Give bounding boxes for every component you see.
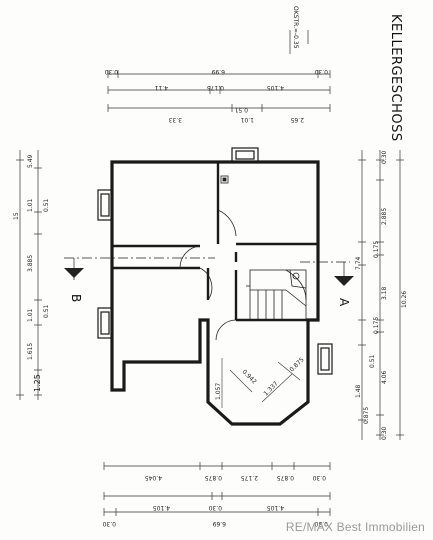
top-dimension-chains xyxy=(107,30,331,112)
dim-left-2: 3.885 xyxy=(27,255,34,272)
dim-right-b1: 0.51 xyxy=(369,354,376,368)
dim-top-small: 0.51 xyxy=(234,106,248,113)
right-dimension-labels: 0.30 2.885 0.175 3.18 0.175 4.06 0.875 0… xyxy=(355,150,408,440)
door-swings xyxy=(179,209,237,341)
dim-left-8: 15 xyxy=(13,212,20,220)
bottom-dimension-labels: 4.045 0.875 2.175 0.875 0.30 4.105 4.105… xyxy=(102,474,328,527)
watermark-logo: RE/MAX Best Immobilien xyxy=(285,520,425,534)
dim-left-4: 1.615 xyxy=(27,343,34,360)
bottom-dimension-chains xyxy=(103,462,331,516)
dim-bottom3-2: 0.30 xyxy=(314,520,328,527)
section-arrow-b xyxy=(64,268,84,278)
dim-left-7: 0.51 xyxy=(43,304,50,318)
right-dimension-chains xyxy=(358,150,404,440)
top-dimension-labels: 0.30 6.99 0.30 4.11 0.175 4.105 3.33 1.0… xyxy=(104,6,328,123)
interior-walls xyxy=(112,162,318,322)
dim-top2-c: 4.105 xyxy=(267,84,284,91)
section-marker-b: B xyxy=(69,294,83,302)
left-dimension-labels: 5.49 1.01 3.885 1.01 1.615 1.25 0.51 0.5… xyxy=(13,154,50,392)
dim-right-a2: 0.175 xyxy=(373,241,380,258)
meter-symbol xyxy=(220,175,229,184)
dim-bay-1: 1.057 xyxy=(215,383,222,400)
section-arrow-a xyxy=(334,276,354,286)
staircase xyxy=(246,269,307,321)
dim-left-3: 1.01 xyxy=(27,308,34,322)
dim-bottom1-0: 4.045 xyxy=(145,474,162,481)
dim-top1-a: 0.30 xyxy=(104,68,118,75)
dim-bottom2-1: 4.105 xyxy=(267,504,284,511)
dim-left-5: 1.25 xyxy=(33,374,42,392)
bay-dimensions xyxy=(221,358,301,408)
dim-right-b3: 10.26 xyxy=(401,291,408,308)
dim-top2-a: 4.11 xyxy=(154,84,168,91)
dim-bottom1-1: 0.875 xyxy=(205,474,222,481)
dim-right-a3: 3.18 xyxy=(381,286,388,300)
plan-title: KELLERGESCHOSS xyxy=(388,14,403,142)
light-wells xyxy=(97,147,333,375)
dim-bottom1-4: 0.30 xyxy=(312,474,326,481)
building-walls xyxy=(110,160,320,426)
section-marker-a: A xyxy=(337,298,351,307)
dim-bay-0: 0.875 xyxy=(288,356,305,373)
dim-bottom3-1: 6.69 xyxy=(212,520,226,527)
dim-top1-b: 6.99 xyxy=(211,68,225,75)
dim-bottom2-0: 4.105 xyxy=(153,504,170,511)
dim-left-1: 1.01 xyxy=(27,198,34,212)
dim-right-a6: 0.875 xyxy=(363,407,370,424)
dim-bottom2-2: 0.30 xyxy=(208,504,222,511)
dim-right-b0: 7.74 xyxy=(355,256,362,270)
dim-top2-b: 0.175 xyxy=(207,84,224,91)
dim-bottom3-0: 0.30 xyxy=(102,520,116,527)
dim-right-b2: 1.48 xyxy=(355,384,362,398)
dim-right-a0: 0.30 xyxy=(381,150,388,164)
dim-left-0: 5.49 xyxy=(27,154,34,168)
dim-right-a4: 0.175 xyxy=(373,317,380,334)
dim-right-a1: 2.885 xyxy=(381,208,388,225)
dim-top3-a: 3.33 xyxy=(168,116,182,123)
okstr-label: OKSTR.=-0.35 xyxy=(292,6,299,49)
dim-top3-c: 2.65 xyxy=(290,116,304,123)
dim-top3-b: 1.01 xyxy=(240,116,254,123)
dim-top1-c: 0.30 xyxy=(314,68,328,75)
left-dimension-chains xyxy=(16,150,42,400)
dim-left-6: 0.51 xyxy=(43,198,50,212)
dim-bay-3: 1.337 xyxy=(262,380,279,397)
dim-right-a5: 4.06 xyxy=(381,370,388,384)
bay-dimension-labels: 0.875 1.057 0.942 1.337 xyxy=(215,356,306,400)
dim-bottom1-3: 0.875 xyxy=(277,474,294,481)
dim-right-a7: 0.30 xyxy=(381,426,388,440)
dim-bottom1-2: 2.175 xyxy=(241,474,258,481)
